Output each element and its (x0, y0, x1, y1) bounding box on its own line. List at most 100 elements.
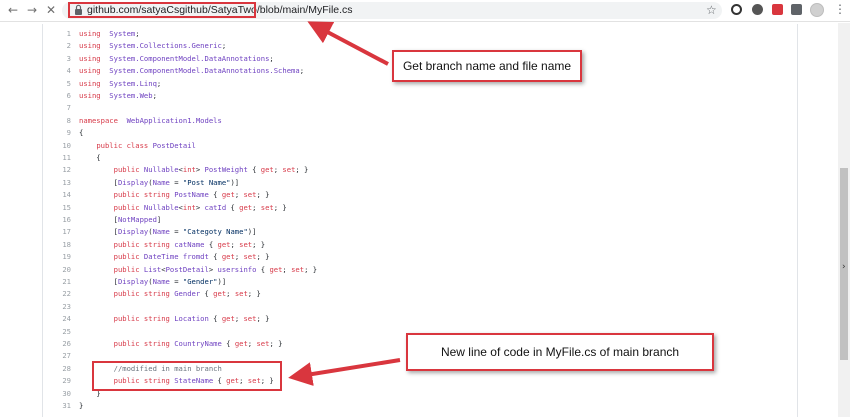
code-text: using System.ComponentModel.DataAnnotati… (79, 53, 274, 63)
scrollbar-thumb[interactable] (840, 168, 848, 360)
address-bar[interactable] (62, 2, 722, 19)
code-line: 12 public Nullable<int> PostWeight { get… (43, 164, 793, 176)
line-number[interactable]: 7 (66, 103, 71, 113)
line-number[interactable]: 25 (62, 326, 71, 336)
code-text: [Display(Name = "Gender")] (79, 277, 227, 286)
code-text: namespace WebApplication1.Models (79, 115, 222, 125)
close-icon[interactable]: ✕ (45, 3, 57, 17)
code-text: public DateTime fromdt { get; set; } (113, 252, 270, 262)
line-number[interactable]: 21 (62, 277, 71, 286)
lock-icon (75, 4, 82, 15)
line-number[interactable]: 18 (62, 239, 71, 249)
extension-icon[interactable] (731, 4, 742, 15)
code-line: 2 using System.Collections.Generic; (43, 40, 793, 52)
line-number[interactable]: 5 (66, 78, 71, 88)
line-number[interactable]: 22 (62, 289, 71, 299)
code-text: [Display(Name = "Post Name")] (79, 177, 240, 187)
code-text: public string CountryName { get; set; } (113, 339, 283, 348)
line-number[interactable]: 4 (66, 66, 71, 76)
code-text: } (79, 401, 84, 410)
code-line: 24 public string Location { get; set; } (43, 313, 793, 325)
code-text: public string catName { get; set; } (113, 239, 266, 249)
code-line: 30 } (43, 388, 793, 400)
line-number[interactable]: 27 (62, 351, 71, 361)
extension-icon[interactable] (752, 4, 763, 15)
code-line: 4 using System.ComponentModel.DataAnnotat… (43, 65, 793, 77)
back-arrow-icon[interactable]: ← (7, 3, 19, 17)
scroll-caret-icon: › (842, 262, 846, 272)
code-line: 3 using System.ComponentModel.DataAnnotat… (43, 53, 793, 65)
code-text: [NotMapped] (79, 215, 162, 224)
line-number[interactable]: 24 (62, 314, 71, 324)
line-number[interactable]: 15 (62, 202, 71, 212)
code-text: public class PostDetail (96, 140, 196, 150)
extension-icon[interactable] (791, 4, 802, 15)
line-number[interactable]: 29 (62, 376, 71, 386)
line-number[interactable]: 26 (62, 339, 71, 348)
callout-new-line: New line of code in MyFile.cs of main br… (406, 333, 714, 371)
line-number[interactable]: 16 (62, 215, 71, 224)
line-number[interactable]: 9 (66, 128, 71, 138)
extension-icon[interactable] (772, 4, 783, 15)
code-line: 29 public string StateName { get; set; } (43, 375, 793, 387)
line-number[interactable]: 3 (66, 53, 71, 63)
code-line: 22 public string Gender { get; set; } (43, 288, 793, 300)
line-number[interactable]: 20 (62, 264, 71, 274)
line-number[interactable]: 31 (62, 401, 71, 410)
code-line: 8 namespace WebApplication1.Models (43, 115, 793, 127)
profile-avatar[interactable] (810, 3, 824, 17)
url-text[interactable]: github.com/satyaCsgithub/SatyaTwo/blob/m… (87, 4, 353, 16)
code-line: 10 public class PostDetail (43, 140, 793, 152)
code-text: using System.Web; (79, 91, 157, 100)
code-line: 6 using System.Web; (43, 90, 793, 102)
code-text: { (79, 153, 101, 162)
star-icon[interactable]: ☆ (706, 3, 717, 17)
code-text: using System.Linq; (79, 78, 162, 88)
code-line: 17 [Display(Name = "Categoty Name")] (43, 226, 793, 238)
code-text: { (79, 128, 84, 138)
line-number[interactable]: 11 (62, 153, 71, 162)
forward-arrow-icon[interactable]: → (26, 3, 38, 17)
code-text: public string Location { get; set; } (113, 314, 270, 324)
line-number[interactable]: 19 (62, 252, 71, 262)
code-line: 7 (43, 102, 793, 114)
line-number[interactable]: 1 (66, 29, 71, 38)
code-text: public Nullable<int> PostWeight { get; s… (113, 165, 309, 175)
code-text: public Nullable<int> catId { get; set; } (113, 202, 287, 212)
code-text: public string Gender { get; set; } (113, 289, 261, 299)
code-line: 21 [Display(Name = "Gender")] (43, 276, 793, 288)
line-number[interactable]: 13 (62, 177, 71, 187)
line-number[interactable]: 17 (62, 227, 71, 237)
line-number[interactable]: 8 (66, 115, 71, 125)
code-text: using System.ComponentModel.DataAnnotati… (79, 66, 305, 76)
callout-text: Get branch name and file name (402, 59, 572, 73)
code-line: 16 [NotMapped] (43, 214, 793, 226)
code-line: 20 public List<PostDetail> usersinfo { g… (43, 264, 793, 276)
code-text: public string StateName { get; set; } (113, 376, 274, 386)
code-text: using System.Collections.Generic; (79, 41, 227, 51)
line-number[interactable]: 12 (62, 165, 71, 175)
line-number[interactable]: 2 (66, 41, 71, 51)
new-code-highlight-box (92, 361, 282, 391)
code-line: 26 public string CountryName { get; set;… (43, 338, 793, 350)
code-line: 11 { (43, 152, 793, 164)
line-number[interactable]: 10 (62, 140, 71, 150)
code-text: public string PostName { get; set; } (113, 190, 270, 200)
code-line: 15 public Nullable<int> catId { get; set… (43, 202, 793, 214)
url-highlight-box (68, 2, 256, 18)
code-line: 28 //modified in main branch (43, 363, 793, 375)
line-number[interactable]: 30 (62, 388, 71, 398)
code-text: } (79, 388, 101, 398)
line-number[interactable]: 23 (62, 301, 71, 311)
line-number[interactable]: 28 (62, 363, 71, 373)
line-number[interactable]: 14 (62, 190, 71, 200)
menu-kebab-icon[interactable]: ⋮ (834, 2, 846, 16)
code-line: 5 using System.Linq; (43, 78, 793, 90)
code-text: public List<PostDetail> usersinfo { get;… (113, 264, 318, 274)
code-line: 18 public string catName { get; set; } (43, 239, 793, 251)
code-line: 25 (43, 326, 793, 338)
line-number[interactable]: 6 (66, 91, 71, 100)
code-line: 13 [Display(Name = "Post Name")] (43, 177, 793, 189)
code-line: 23 (43, 301, 793, 313)
